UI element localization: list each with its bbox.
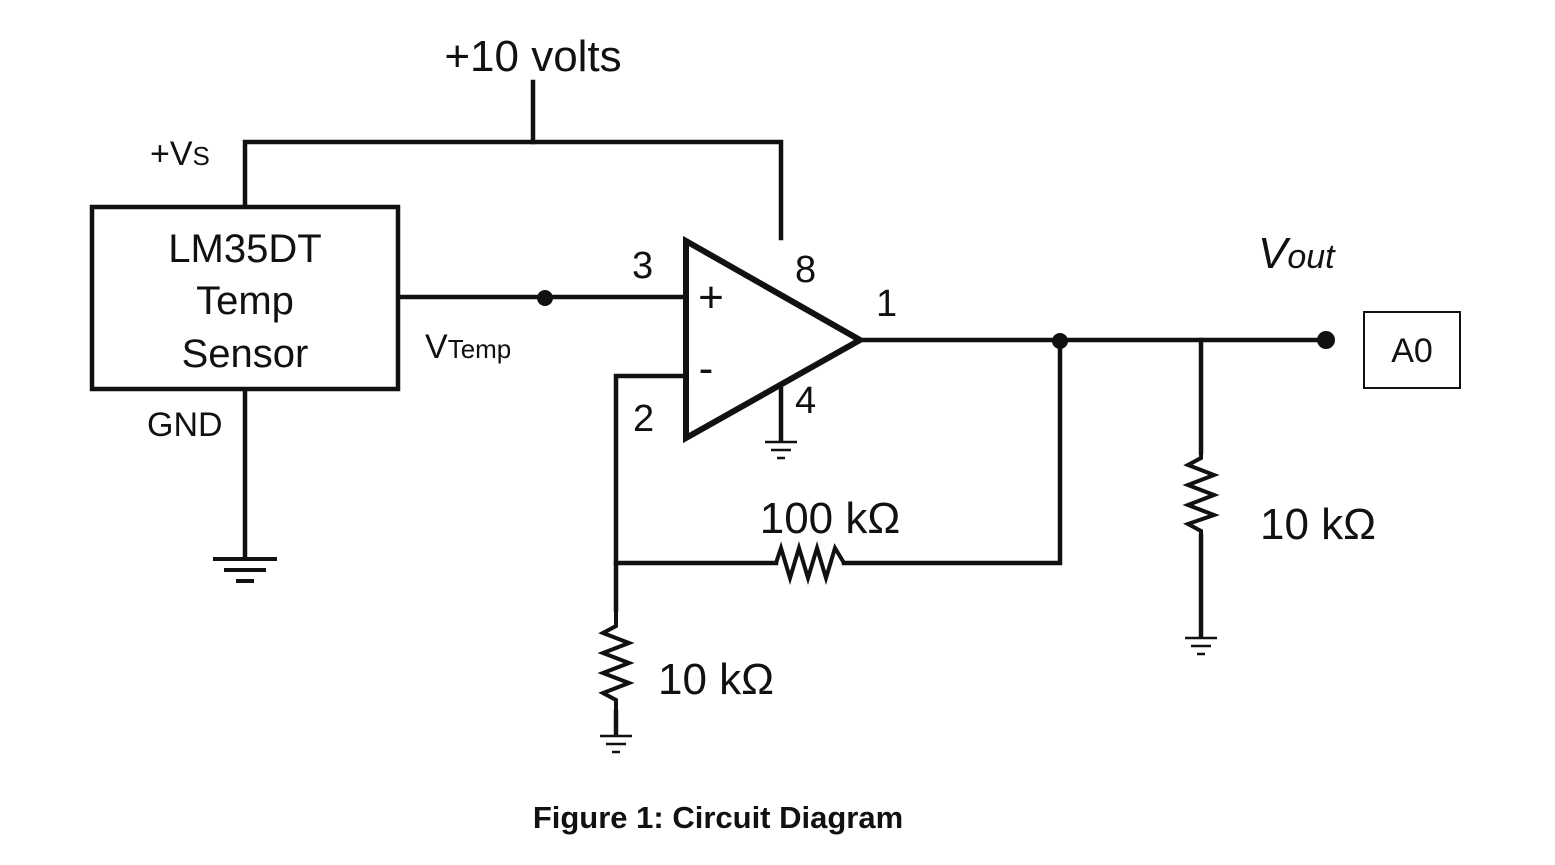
opamp-triangle xyxy=(683,235,867,444)
vout-label-subscript: out xyxy=(1287,238,1336,276)
output-junction-dot xyxy=(1052,333,1068,349)
opamp-plus-sign: + xyxy=(698,273,724,322)
pin-3-label: 3 xyxy=(632,245,653,287)
feedback-resistor-label: 100 kΩ xyxy=(760,494,901,543)
pin-2-label: 2 xyxy=(633,398,654,440)
vs-label: +VS xyxy=(150,135,210,173)
vtemp-label: VTemp xyxy=(425,328,511,366)
supply-label: +10 volts xyxy=(444,32,621,81)
figure-caption: Figure 1: Circuit Diagram xyxy=(533,800,903,835)
vout-label: Vout xyxy=(1258,229,1336,278)
feedback-right-wire xyxy=(841,337,1063,566)
vtemp-junction-dot xyxy=(537,290,553,306)
pin-1-label: 1 xyxy=(876,283,897,325)
pin-8-label: 8 xyxy=(795,249,816,291)
feedback-resistor xyxy=(774,541,846,585)
output-terminal-dot xyxy=(1317,331,1335,349)
opamp-minus-sign: - xyxy=(699,344,714,393)
sensor-ground-symbol xyxy=(213,557,277,583)
ground-resistor-ground-symbol xyxy=(600,734,632,754)
vtemp-label-subscript: Temp xyxy=(448,334,512,364)
load-resistor xyxy=(1182,452,1220,536)
gnd-label: GND xyxy=(147,406,223,444)
sensor-line-temp: Temp xyxy=(196,279,294,323)
a0-pin-box xyxy=(1363,311,1461,389)
pin-4-label: 4 xyxy=(795,380,816,422)
ground-resistor xyxy=(597,610,635,712)
sensor-name: LM35DT xyxy=(168,227,321,271)
supply-rail xyxy=(242,79,784,241)
ground-resistor-label: 10 kΩ xyxy=(658,655,774,704)
vtemp-label-prefix: V xyxy=(425,328,448,366)
vs-label-subscript: S xyxy=(193,141,210,171)
opamp-ground-symbol xyxy=(765,440,797,460)
load-resistor-label: 10 kΩ xyxy=(1260,500,1376,549)
inverting-input-wire xyxy=(613,373,689,613)
load-ground-symbol xyxy=(1185,636,1217,656)
vs-label-prefix: +V xyxy=(150,135,193,173)
vout-label-prefix: V xyxy=(1258,229,1291,278)
sensor-line-sensor: Sensor xyxy=(182,332,309,376)
a0-pin-label: A0 xyxy=(1391,332,1433,370)
supply-bus-wire xyxy=(242,139,784,241)
temp-sensor-box xyxy=(89,204,401,392)
